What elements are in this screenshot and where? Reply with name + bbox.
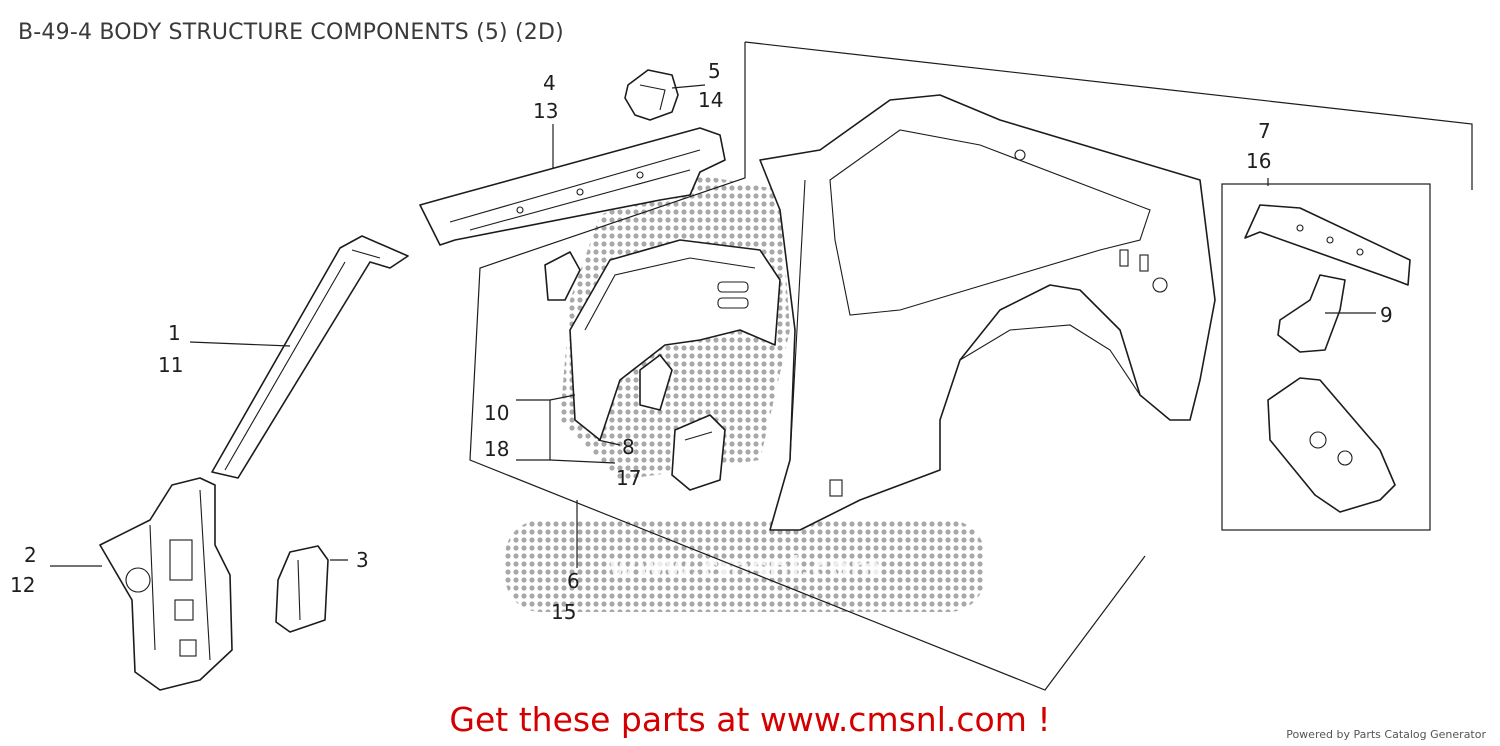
part-lower-pillar (99, 477, 233, 691)
callout-7: 7 (1258, 119, 1271, 143)
callout-11: 11 (158, 353, 183, 377)
part-inset-bracket (1277, 274, 1346, 353)
watermark-text: www.cmsnl.com (609, 551, 881, 586)
callout-8: 8 (622, 435, 635, 459)
part-a-pillar (211, 235, 409, 479)
callout-10: 10 (484, 401, 509, 425)
diagram-title: B-49-4 BODY STRUCTURE COMPONENTS (5) (2D… (18, 20, 564, 45)
cta-link[interactable]: Get these parts at www.cmsnl.com ! (449, 700, 1051, 739)
part-wheelhouse-bracket (544, 251, 673, 411)
callout-4: 4 (543, 71, 556, 95)
callout-3: 3 (356, 548, 369, 572)
part-lower-bracket (671, 414, 726, 491)
part-roof-rail (419, 127, 726, 246)
powered-by-footer: Powered by Parts Catalog Generator (1286, 728, 1486, 741)
callout-2: 2 (24, 543, 37, 567)
callout-14: 14 (698, 88, 723, 112)
inset-frame (1221, 183, 1431, 531)
callout-17: 17 (616, 466, 641, 490)
callout-16: 16 (1246, 149, 1271, 173)
callout-1: 1 (168, 321, 181, 345)
callout-12: 12 (10, 573, 35, 597)
callouts: 1 11 2 12 3 4 13 5 14 6 15 7 16 8 17 9 1… (10, 59, 1393, 624)
callout-6: 6 (567, 569, 580, 593)
assembly-frame (744, 41, 1473, 190)
part-top-bracket (624, 69, 679, 121)
callout-18: 18 (484, 437, 509, 461)
callout-5: 5 (708, 59, 721, 83)
leader-lines (50, 84, 1376, 568)
part-inset-rail (1244, 204, 1411, 286)
callout-9: 9 (1380, 303, 1393, 327)
part-small-bracket (275, 545, 329, 633)
assembly-frame-left (469, 42, 1146, 691)
part-inset-gusset (1267, 377, 1396, 513)
part-quarter-panel (759, 94, 1216, 531)
callout-13: 13 (533, 99, 558, 123)
callout-15: 15 (551, 600, 576, 624)
